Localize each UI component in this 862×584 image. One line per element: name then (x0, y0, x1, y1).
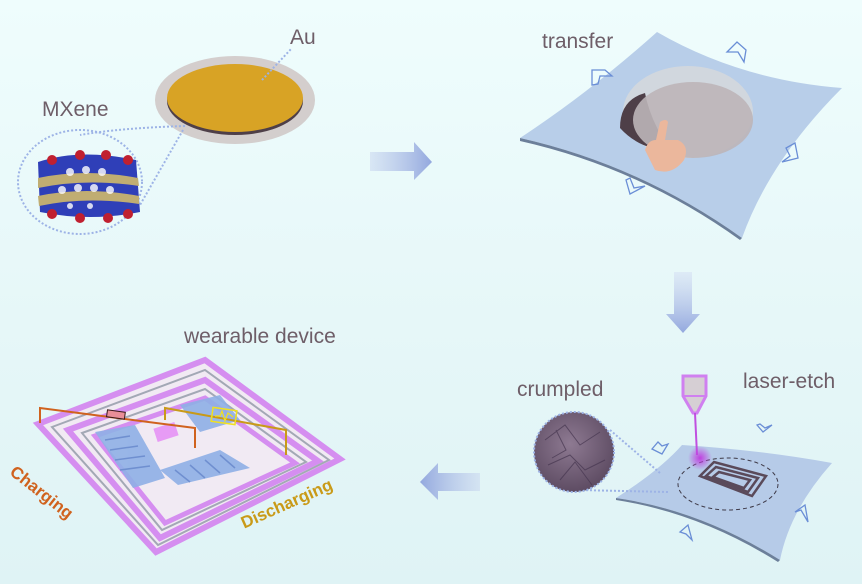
label-au: Au (290, 26, 316, 49)
au-disk (155, 56, 315, 144)
label-mxene: MXene (42, 98, 109, 121)
wearable-device (32, 356, 346, 556)
compress-arrows-icon (650, 423, 809, 543)
stretch-arrows-icon (591, 41, 799, 195)
label-crumpled: crumpled (517, 378, 604, 401)
etched-circuit-icon (697, 460, 769, 498)
label-transfer: transfer (542, 30, 614, 53)
crumpled-leader-lines (577, 429, 669, 493)
arrow-left-icon (420, 463, 480, 500)
resistor-icon (105, 409, 126, 420)
finger-icon (645, 120, 686, 172)
label-laser-etch: laser-etch (743, 370, 836, 393)
etch-region-outline (677, 457, 779, 511)
mxene-leader-lines (17, 125, 186, 235)
mxene-structure-icon (38, 150, 140, 223)
crumpled-surface-icon (533, 411, 615, 493)
laser-head-icon (681, 374, 712, 470)
etch-film (616, 445, 832, 562)
transfer-film (520, 32, 842, 240)
arrow-down-icon (666, 272, 700, 333)
label-wearable-device: wearable device (184, 325, 336, 348)
arrow-right-icon (370, 142, 432, 180)
au-leader-line (261, 47, 293, 81)
load-icon (210, 406, 238, 426)
